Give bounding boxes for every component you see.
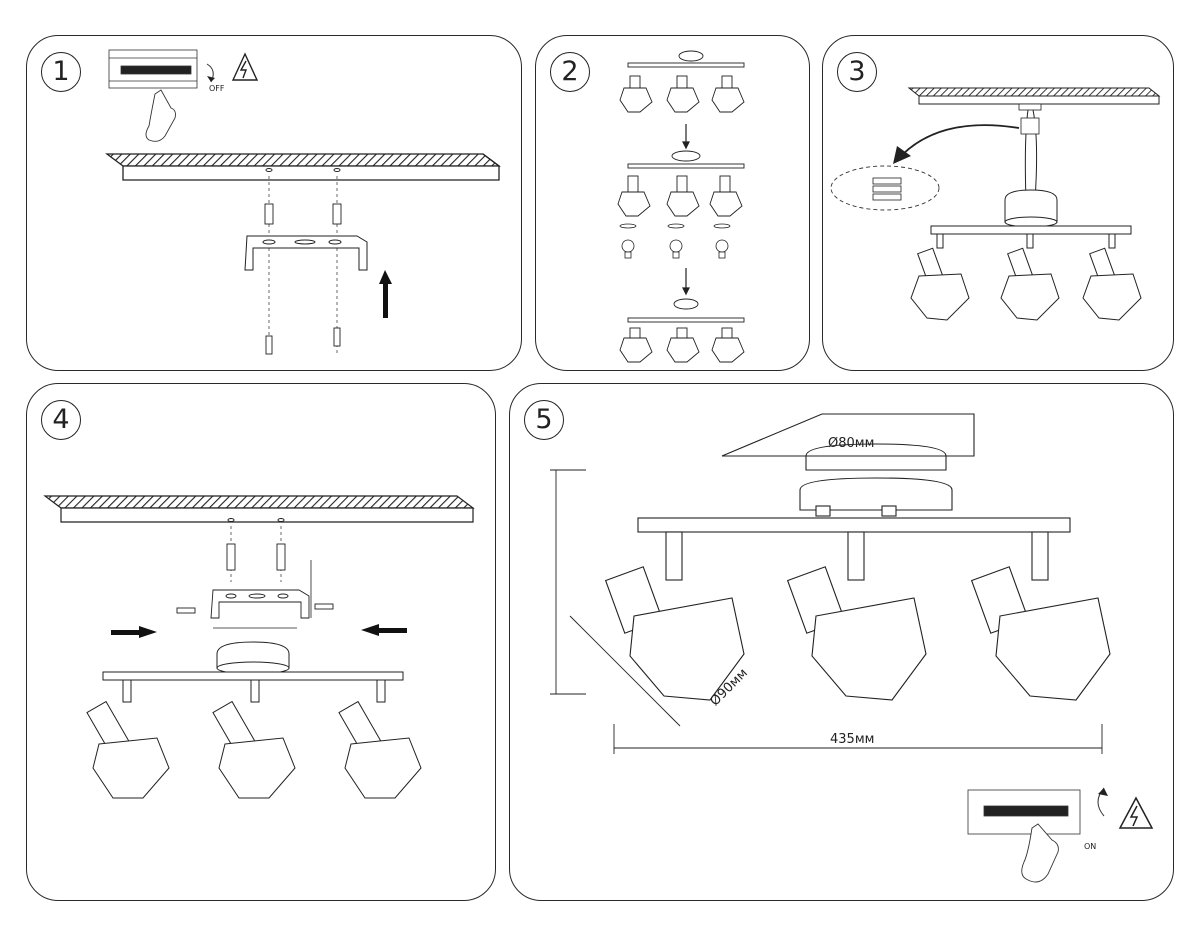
step-2-number: 2 xyxy=(550,52,590,92)
high-voltage-warning-icon xyxy=(231,52,259,81)
step-4-illustration xyxy=(43,495,475,799)
rotate-icon xyxy=(619,223,731,229)
arrow-right-icon xyxy=(111,626,157,638)
step-2-illustration xyxy=(617,50,745,363)
light-bulb-icon xyxy=(621,239,729,259)
mounting-bracket xyxy=(244,235,368,271)
step-4-panel: 4 xyxy=(26,383,496,901)
canopy-diameter-label: Ø80мм xyxy=(828,436,875,451)
step-2-panel: 2 xyxy=(535,35,810,371)
on-label: ON xyxy=(1084,842,1097,851)
step-3-number: 3 xyxy=(837,52,877,92)
step-5-illustration xyxy=(550,413,1154,883)
circuit-breaker-icon xyxy=(108,49,198,89)
step-3-illustration xyxy=(830,87,1161,321)
arrow-up-icon xyxy=(379,270,392,318)
step-3-panel: 3 xyxy=(822,35,1174,371)
step-5-number: 5 xyxy=(524,400,564,440)
total-length-label: 435мм xyxy=(830,732,875,747)
ceiling-slab xyxy=(105,153,501,181)
high-voltage-warning-icon xyxy=(1118,796,1154,829)
step-5-panel: 5 xyxy=(509,383,1174,901)
fixture-top xyxy=(619,75,745,113)
arrow-left-icon xyxy=(361,624,407,636)
hand-icon xyxy=(1021,823,1059,883)
step-1-illustration xyxy=(105,49,501,355)
step-1-panel: 1 xyxy=(26,35,522,371)
off-label: OFF xyxy=(209,84,225,93)
wall-plug-icon xyxy=(264,203,342,225)
arrow-down-icon xyxy=(682,124,690,296)
step-1-number: 1 xyxy=(41,52,81,92)
screw-icon xyxy=(265,327,341,355)
hand-icon xyxy=(145,89,176,142)
step-4-number: 4 xyxy=(41,400,81,440)
circuit-breaker-icon xyxy=(967,789,1081,835)
